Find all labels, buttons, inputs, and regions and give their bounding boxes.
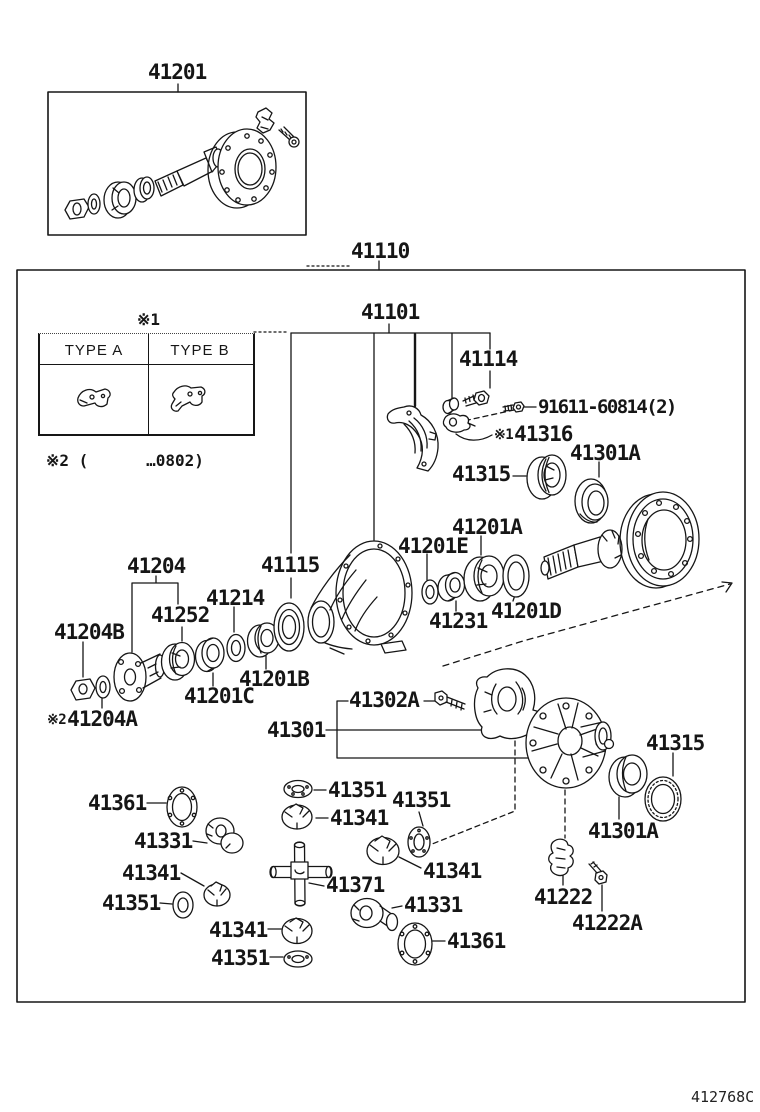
part-label-41315-bot[interactable]: 41315: [646, 731, 705, 755]
part-label-41361-1[interactable]: 41361: [88, 791, 147, 815]
part-label-41222a[interactable]: 41222A: [572, 911, 643, 935]
type-table: TYPE A TYPE B: [38, 333, 255, 436]
part-label-41351-1[interactable]: 41351: [328, 778, 387, 802]
plate-41361-1-drawing: [166, 786, 198, 828]
bolt-41114-drawing: [462, 390, 490, 407]
part-label-41341-3[interactable]: 41341: [423, 859, 482, 883]
washer-41351-1-drawing: [283, 779, 313, 799]
clamp-41316-drawing: [442, 413, 476, 433]
seal-41115-drawing: [273, 602, 305, 652]
part-label-41351-4[interactable]: 41351: [211, 946, 270, 970]
pinion-41341-3-drawing: [366, 835, 400, 866]
part-label-41341-2[interactable]: 41341: [122, 861, 181, 885]
washer-41351-3-drawing: [172, 891, 194, 919]
part-label-41252[interactable]: 41252: [151, 603, 210, 627]
note2-prefix: ※2: [47, 712, 67, 728]
type-b-bracket-drawing: [170, 385, 206, 412]
race-41301a-top-drawing: [574, 478, 609, 524]
part-label-41201c[interactable]: 41201C: [184, 684, 255, 708]
pinion-41341-1-drawing: [281, 803, 313, 830]
type-a-header: TYPE A: [64, 342, 124, 359]
type-table-divider: [148, 334, 149, 434]
nut-41204b-drawing: [70, 678, 96, 701]
part-label-41204[interactable]: 41204: [127, 554, 186, 578]
washer-41214-drawing: [226, 633, 246, 663]
diff-case-rh-drawing: [525, 697, 615, 789]
washer-41351-4-drawing: [283, 950, 313, 968]
part-label-41101[interactable]: 41101: [361, 300, 420, 324]
part-label-41331-2[interactable]: 41331: [404, 893, 463, 917]
bearing-41201b-drawing: [246, 622, 280, 658]
part-label-41341-4[interactable]: 41341: [209, 918, 268, 942]
note-2-text: ※2 ( …0802): [46, 451, 204, 470]
part-label-41371[interactable]: 41371: [326, 873, 385, 897]
part-label-41315-top[interactable]: 41315: [452, 462, 511, 486]
bolt-41302a-drawing: [434, 690, 466, 711]
part-label-41222[interactable]: 41222: [534, 885, 593, 909]
part-label-41214[interactable]: 41214: [206, 586, 265, 610]
part-label-41361-2[interactable]: 41361: [447, 929, 506, 953]
part-label-41351-2[interactable]: 41351: [392, 788, 451, 812]
pinion-41341-4-drawing: [281, 917, 313, 945]
note1-prefix: ※1: [494, 427, 514, 443]
bolt-41222a-drawing: [588, 861, 608, 885]
part-label-41115[interactable]: 41115: [261, 553, 320, 577]
spacer-41201c-drawing: [194, 637, 225, 673]
part-label-41204a[interactable]: ※241204A: [47, 707, 138, 731]
washer-41201d-drawing: [502, 554, 530, 598]
part-label-41201e[interactable]: 41201E: [398, 534, 469, 558]
bearing-41201a-drawing: [463, 555, 505, 602]
drive-pinion-assembly-drawing: [64, 107, 300, 220]
washer-41201e-drawing: [421, 579, 439, 605]
pinion-41341-2-drawing: [203, 881, 231, 907]
assembly-box-41110: [16, 269, 746, 1003]
part-label-41331-1[interactable]: 41331: [134, 829, 193, 853]
part-label-41201a[interactable]: 41201A: [452, 515, 523, 539]
part-label-41316[interactable]: ※141316: [494, 422, 573, 446]
bearing-41252-drawing: [160, 641, 196, 681]
part-label-41110[interactable]: 41110: [351, 239, 410, 263]
part-label-41301[interactable]: 41301: [267, 718, 326, 742]
race-41315-bot-drawing: [644, 776, 682, 822]
sleeve-41101-drawing: [442, 397, 460, 415]
carrier-housing-drawing: [307, 540, 413, 655]
part-label-41201[interactable]: 41201: [148, 60, 207, 84]
part-label-41341-1[interactable]: 41341: [330, 806, 389, 830]
part-label-41302a[interactable]: 41302A: [349, 688, 420, 712]
bearing-41301a-bot-drawing: [608, 754, 648, 798]
side-gear-41331-1-drawing: [205, 817, 244, 854]
assembly-box-41201: [47, 91, 307, 236]
lock-41222-drawing: [548, 838, 574, 877]
washer-41351-2-drawing: [407, 826, 431, 858]
part-label-41201d[interactable]: 41201D: [491, 599, 562, 623]
type-table-header-divider: [40, 364, 253, 365]
diff-case-lh-drawing: [473, 668, 543, 740]
part-label-41201b[interactable]: 41201B: [239, 667, 310, 691]
washer-41204a-drawing: [95, 675, 111, 699]
drawing-code: 412768C: [691, 1088, 755, 1106]
bolt-91611-drawing: [502, 401, 525, 413]
part-label-41301a-bot[interactable]: 41301A: [588, 819, 659, 843]
part-label-41351-3[interactable]: 41351: [102, 891, 161, 915]
type-a-bracket-drawing: [77, 388, 111, 408]
side-gear-41331-2-drawing: [350, 897, 399, 932]
flange-41204-drawing: [113, 652, 166, 702]
part-label-41204b[interactable]: 41204B: [54, 620, 125, 644]
spider-41371-drawing: [269, 841, 333, 907]
part-label-91611-60814[interactable]: 91611-60814(2): [538, 396, 677, 418]
note-1-marker: ※1: [137, 310, 161, 329]
type-b-header: TYPE B: [170, 342, 230, 359]
spacer-41231-drawing: [437, 571, 466, 602]
part-label-41301a-top[interactable]: 41301A: [570, 441, 641, 465]
part-label-41114[interactable]: 41114: [459, 347, 518, 371]
plate-41361-2-drawing: [397, 922, 433, 966]
bearing-cap-drawing: [386, 405, 439, 472]
part-label-41231[interactable]: 41231: [429, 609, 488, 633]
bearing-41315-top-drawing: [526, 454, 567, 500]
ring-gear-pinion-drawing: [540, 491, 700, 589]
